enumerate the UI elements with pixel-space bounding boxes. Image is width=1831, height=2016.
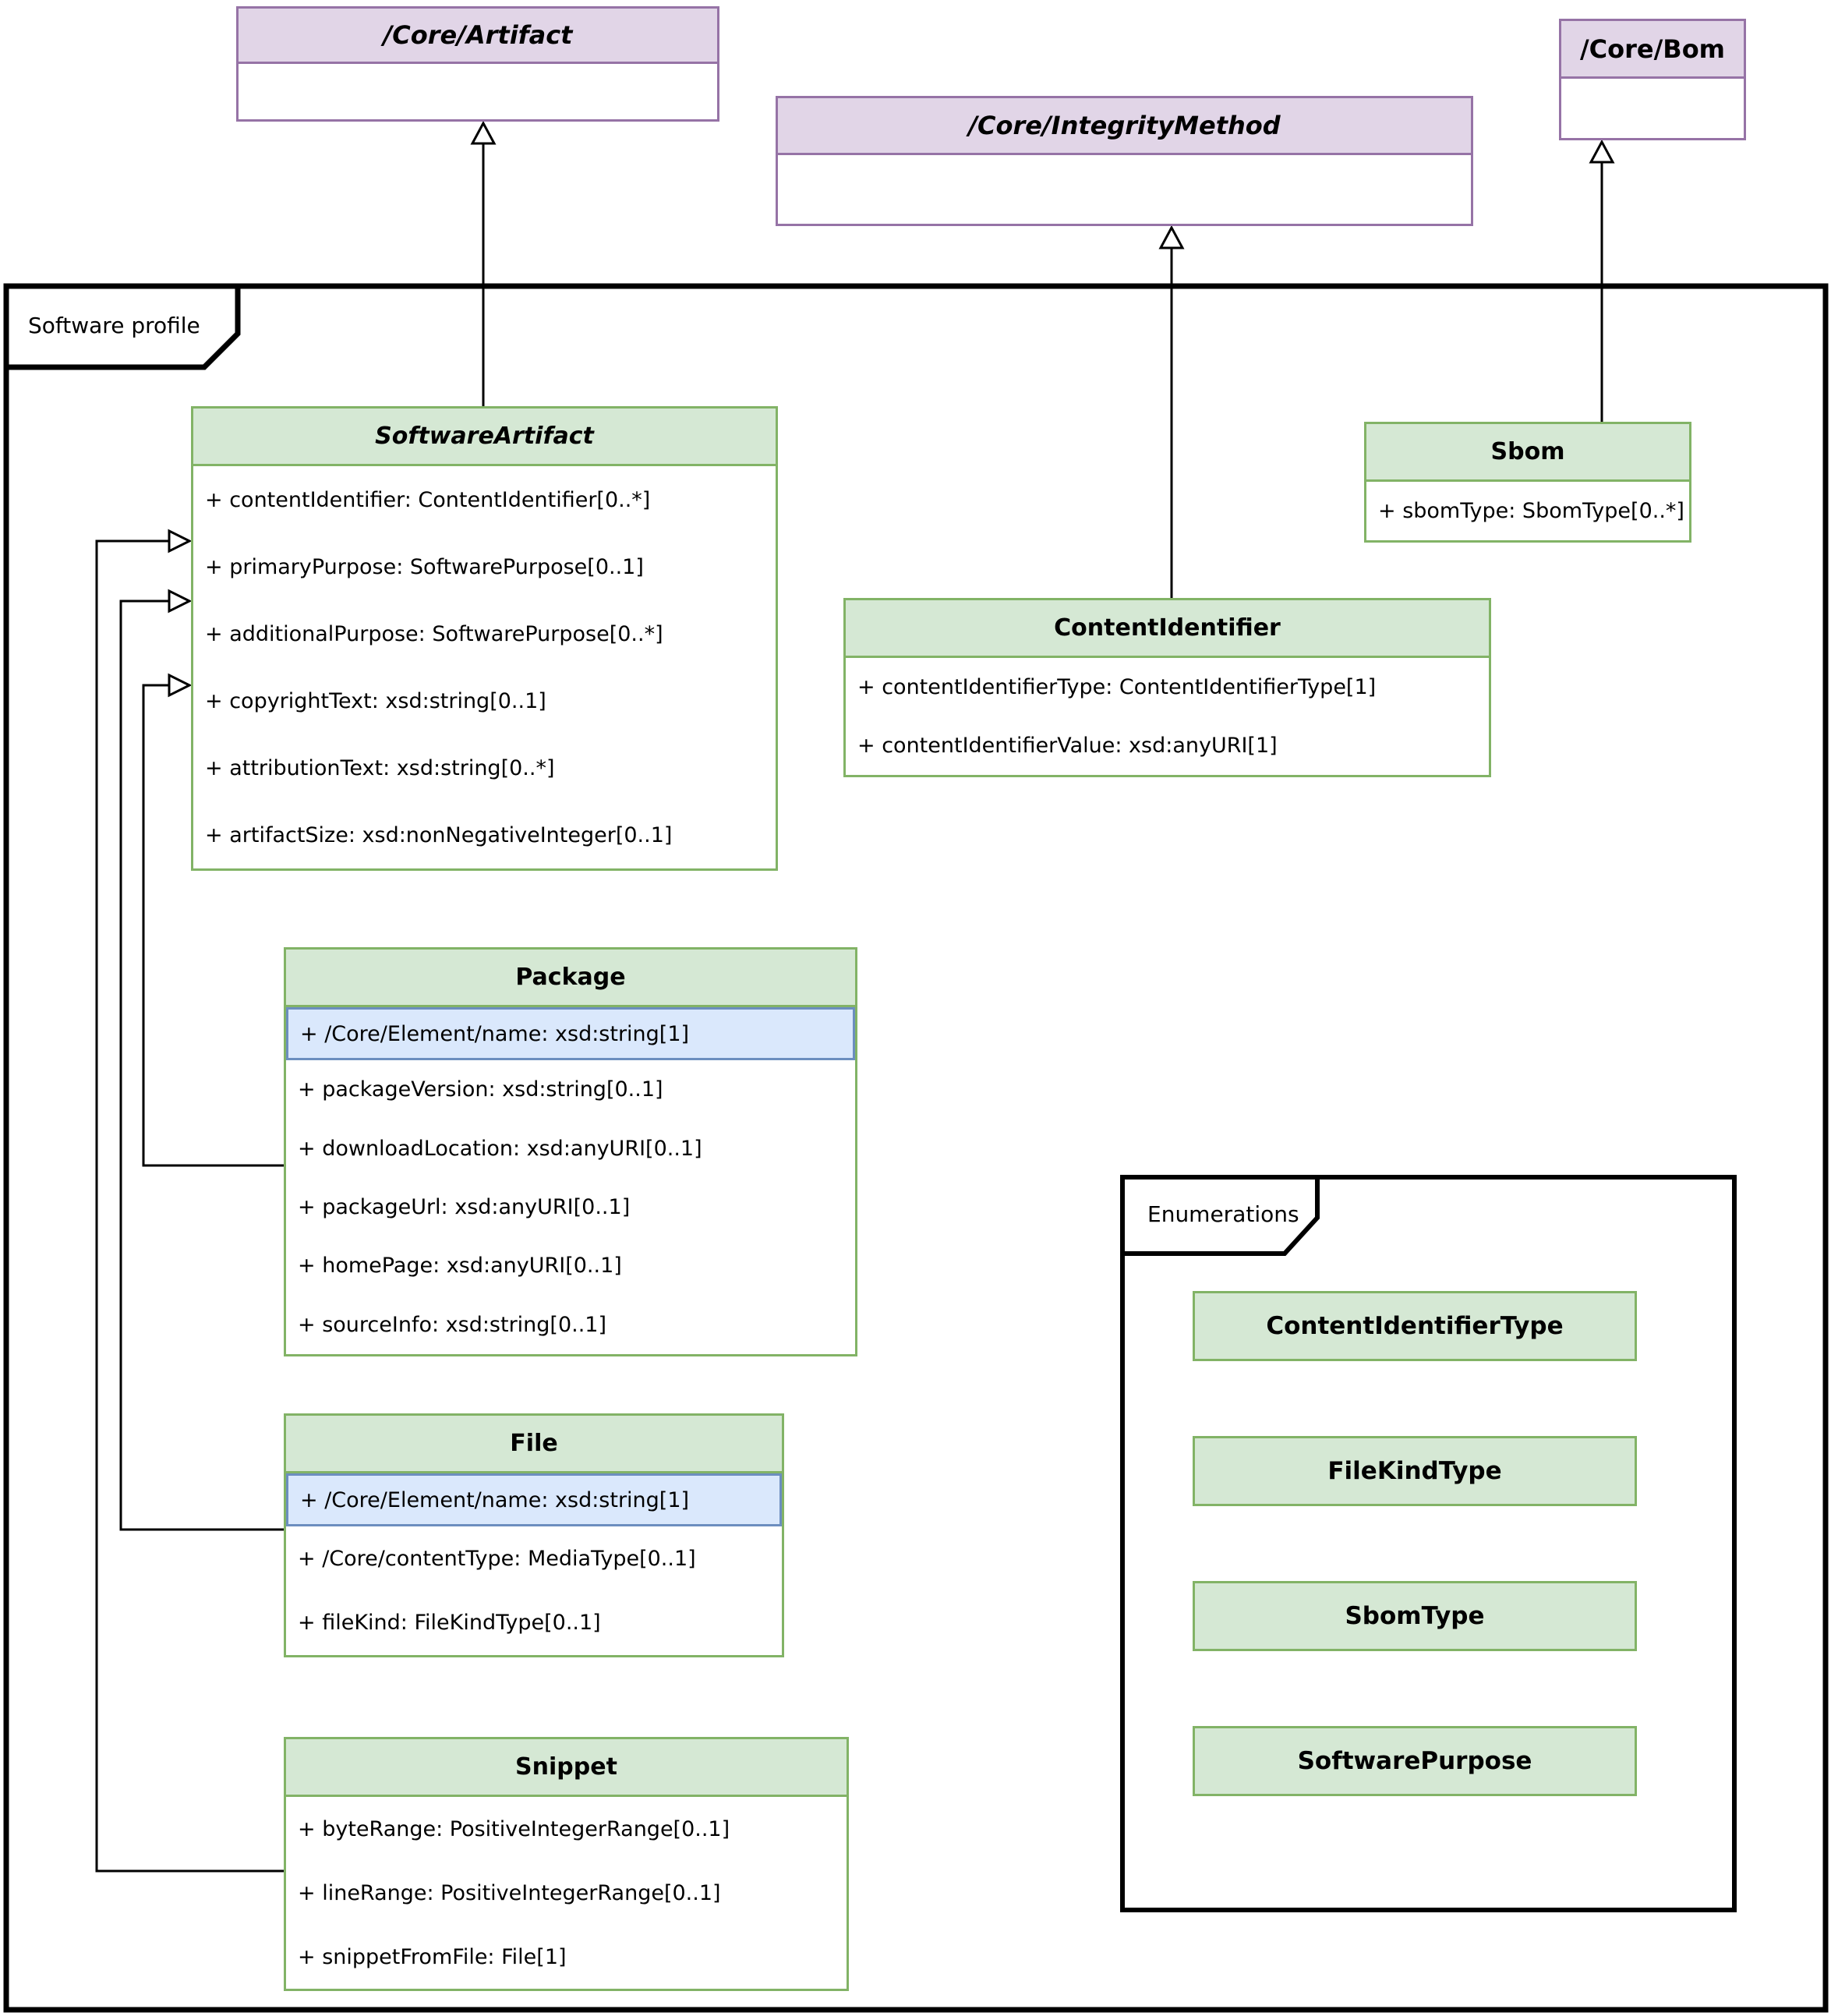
inherited-attribute-row: + /Core/Element/name: xsd:string[1] — [286, 1007, 855, 1060]
class-title: /Core/IntegrityMethod — [778, 98, 1471, 155]
class-title: File — [286, 1416, 782, 1473]
class-title: Package — [286, 950, 855, 1007]
class-file: File + /Core/Element/name: xsd:string[1]… — [284, 1413, 784, 1657]
generalization-arrowhead-core-artifact — [470, 120, 497, 145]
generalization-arrowhead-core-bom — [1589, 139, 1615, 164]
attribute-row: + fileKind: FileKindType[0..1] — [298, 1611, 601, 1636]
enum-file-kind-type: FileKindType — [1193, 1436, 1637, 1506]
class-body-empty — [1561, 79, 1744, 138]
class-title: SoftwareArtifact — [193, 409, 776, 466]
class-content-identifier: ContentIdentifier + contentIdentifierTyp… — [843, 598, 1491, 777]
attribute-row: + packageUrl: xsd:anyURI[0..1] — [298, 1195, 631, 1220]
class-snippet: Snippet + byteRange: PositiveIntegerRang… — [284, 1737, 849, 1991]
class-core-artifact: /Core/Artifact — [236, 6, 719, 122]
attribute-row: + packageVersion: xsd:string[0..1] — [298, 1077, 663, 1102]
class-title: Snippet — [286, 1739, 847, 1797]
class-sbom: Sbom + sbomType: SbomType[0..*] — [1364, 422, 1691, 543]
attribute-row: + contentIdentifierValue: xsd:anyURI[1] — [857, 734, 1278, 758]
class-body-empty — [778, 155, 1471, 224]
class-core-bom: /Core/Bom — [1559, 19, 1746, 140]
enum-software-purpose: SoftwarePurpose — [1193, 1726, 1637, 1796]
generalization-arrowhead-package — [168, 673, 193, 698]
attribute-row: + byteRange: PositiveIntegerRange[0..1] — [298, 1816, 730, 1841]
generalization-line-file-to-softwareartifact — [119, 599, 284, 1531]
attribute-row: + /Core/contentType: MediaType[0..1] — [298, 1546, 696, 1571]
attribute-row: + contentIdentifier: ContentIdentifier[0… — [205, 487, 651, 512]
class-title: /Core/Artifact — [239, 9, 717, 64]
class-title: /Core/Bom — [1561, 21, 1744, 79]
attribute-row: + snippetFromFile: File[1] — [298, 1944, 567, 1969]
generalization-arrowhead-core-integritymethod — [1158, 225, 1185, 249]
attribute-row: + primaryPurpose: SoftwarePurpose[0..1] — [205, 554, 644, 579]
attribute-row: + homePage: xsd:anyURI[0..1] — [298, 1254, 622, 1279]
attribute-row: + lineRange: PositiveIntegerRange[0..1] — [298, 1880, 721, 1905]
software-profile-frame-label: Software profile — [28, 312, 200, 338]
generalization-line-snippet-to-softwareartifact — [95, 539, 284, 1873]
enumerations-frame-border — [1120, 1175, 1737, 1912]
inherited-attribute-row: + /Core/Element/name: xsd:string[1] — [286, 1473, 782, 1526]
class-core-integrity-method: /Core/IntegrityMethod — [776, 96, 1473, 226]
attribute-row: + artifactSize: xsd:nonNegativeInteger[0… — [205, 822, 673, 847]
generalization-arrowhead-file — [168, 589, 193, 614]
enumerations-frame-label: Enumerations — [1147, 1201, 1299, 1227]
attribute-row: + downloadLocation: xsd:anyURI[0..1] — [298, 1136, 702, 1161]
attribute-row: + additionalPurpose: SoftwarePurpose[0..… — [205, 621, 663, 646]
class-title: ContentIdentifier — [846, 600, 1489, 658]
software-profile-frame-tab — [3, 283, 241, 370]
enum-content-identifier-type: ContentIdentifierType — [1193, 1291, 1637, 1361]
generalization-line-package-to-softwareartifact — [142, 684, 284, 1167]
attribute-row: + attributionText: xsd:string[0..*] — [205, 755, 555, 780]
attribute-row: + contentIdentifierType: ContentIdentifi… — [857, 675, 1377, 699]
class-software-artifact: SoftwareArtifact + contentIdentifier: Co… — [191, 406, 778, 871]
class-body-empty — [239, 64, 717, 119]
attribute-row: + sourceInfo: xsd:string[0..1] — [298, 1312, 607, 1337]
enumerations-frame-tab — [1120, 1175, 1320, 1256]
software-profile-frame-border — [3, 283, 1829, 2013]
attribute-row: + sbomType: SbomType[0..*] — [1378, 499, 1684, 523]
enum-sbom-type: SbomType — [1193, 1581, 1637, 1651]
class-title: Sbom — [1366, 424, 1689, 482]
generalization-arrowhead-snippet — [168, 529, 193, 554]
class-package: Package + /Core/Element/name: xsd:string… — [284, 947, 857, 1356]
attribute-row: + copyrightText: xsd:string[0..1] — [205, 688, 546, 713]
